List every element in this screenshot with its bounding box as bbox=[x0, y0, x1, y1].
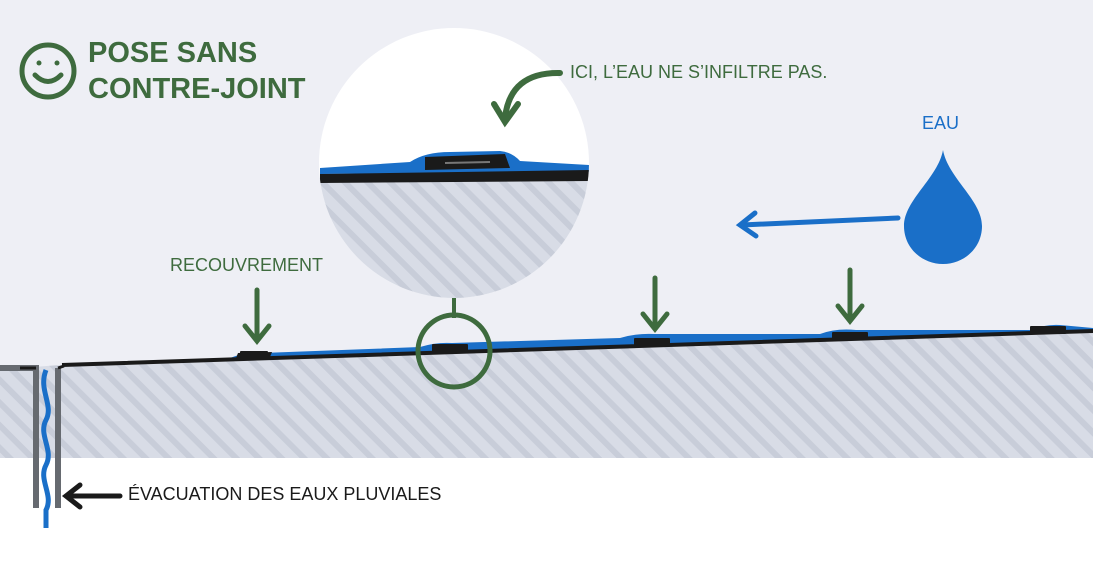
down-arrow-icons bbox=[242, 267, 865, 346]
overlap-joints bbox=[236, 326, 1066, 358]
title-line-1: POSE SANS bbox=[88, 37, 258, 69]
drainage-label: ÉVACUATION DES EAUX PLUVIALES bbox=[128, 484, 442, 504]
curved-arrow-icon bbox=[491, 69, 563, 128]
title-line-2: CONTRE-JOINT bbox=[88, 73, 306, 105]
ground-hatched bbox=[0, 333, 1093, 458]
down-arrow-icon bbox=[640, 275, 670, 334]
detail-highlight-circle bbox=[415, 312, 493, 390]
overlap-joint bbox=[1030, 326, 1066, 334]
zoom-detail-circle bbox=[319, 28, 589, 318]
down-arrow-icon bbox=[835, 267, 865, 326]
drainage-arrow-icon bbox=[61, 482, 123, 510]
down-arrow-icon bbox=[242, 287, 272, 346]
drainage-pipe bbox=[0, 364, 65, 528]
overlap-joint bbox=[832, 332, 868, 340]
no-infiltration-label: ICI, L’EAU NE S’INFILTRE PAS. bbox=[570, 62, 828, 82]
overlap-joint bbox=[634, 338, 670, 346]
water-drop-icon bbox=[904, 150, 982, 264]
water-label: EAU bbox=[922, 113, 960, 133]
water-flow-arrow-icon bbox=[735, 210, 901, 239]
overlap-label: RECOUVREMENT bbox=[170, 255, 324, 275]
smiley-face-icon bbox=[19, 42, 77, 100]
overlap-joint bbox=[432, 344, 468, 352]
overlap-joint bbox=[236, 351, 272, 358]
